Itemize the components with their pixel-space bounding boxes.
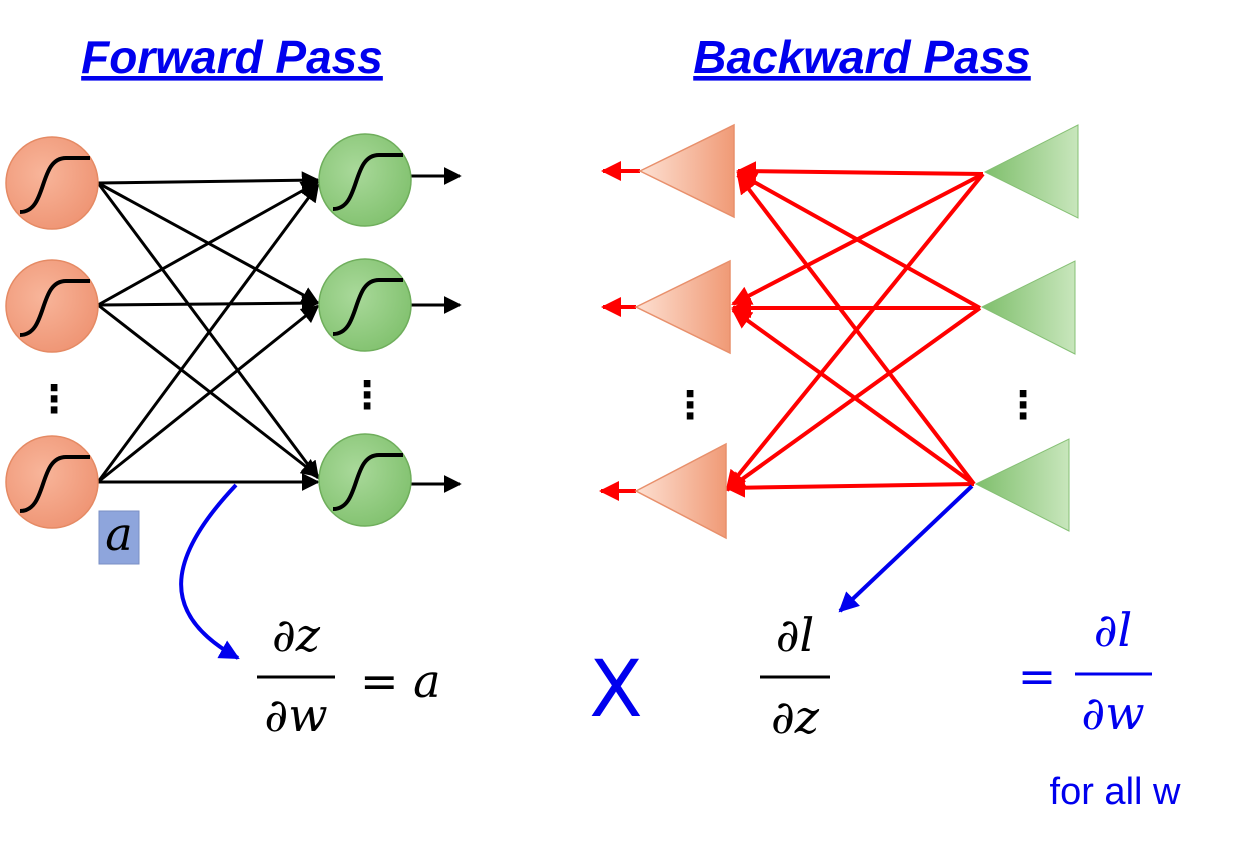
backward-edge bbox=[725, 172, 985, 491]
fraction-numerator: ∂z bbox=[272, 608, 321, 662]
result-derivative: = ∂l ∂w bbox=[1018, 603, 1152, 740]
ellipsis: ⋮ bbox=[1004, 383, 1042, 427]
for-all-w-note: for all w bbox=[1050, 771, 1181, 813]
equals-sign: = bbox=[1018, 649, 1057, 703]
backward-edge bbox=[736, 173, 976, 486]
backward-edge bbox=[731, 308, 976, 486]
forward-derivative: ∂z ∂w = a bbox=[257, 608, 441, 742]
backward-edge bbox=[736, 161, 984, 182]
forward-edge bbox=[97, 171, 320, 190]
backward-highlight-arrow bbox=[838, 484, 974, 613]
ellipsis: ⋮ bbox=[35, 377, 73, 421]
backward-derivative: ∂l ∂z bbox=[760, 608, 830, 744]
sigmoid-icon bbox=[19, 455, 90, 513]
ellipsis: ⋮ bbox=[348, 373, 386, 417]
backward-neuron bbox=[638, 123, 735, 219]
backward-output-neuron bbox=[974, 438, 1070, 532]
fraction-numerator: ∂l bbox=[776, 608, 815, 662]
backward-edges bbox=[599, 161, 985, 501]
backward-edge bbox=[725, 477, 975, 498]
fraction-denominator: ∂z bbox=[771, 690, 820, 744]
sigmoid-icon bbox=[332, 453, 403, 511]
backward-pass-title: Backward Pass bbox=[693, 31, 1031, 83]
times-symbol: X bbox=[589, 645, 642, 735]
forward-result: = a bbox=[360, 654, 441, 708]
forward-highlight-arrow bbox=[179, 483, 240, 660]
backward-output-neuron bbox=[980, 260, 1076, 355]
forward-edge bbox=[96, 183, 320, 483]
forward-edge bbox=[97, 294, 320, 313]
forward-edge bbox=[96, 182, 320, 480]
activation-label: a bbox=[105, 507, 132, 561]
activation-box bbox=[98, 510, 140, 565]
sigmoid-icon bbox=[19, 279, 90, 337]
fraction-numerator: ∂l bbox=[1094, 603, 1133, 657]
input-neuron bbox=[5, 435, 99, 529]
forward-edges bbox=[96, 167, 462, 493]
backward-output-neuron bbox=[983, 124, 1079, 219]
sigmoid-icon bbox=[19, 156, 90, 214]
input-neuron bbox=[5, 136, 99, 230]
backward-edge bbox=[736, 171, 981, 310]
output-neuron bbox=[318, 433, 412, 527]
ellipsis: ⋮ bbox=[671, 383, 709, 427]
fraction-denominator: ∂w bbox=[264, 688, 327, 742]
forward-pass-title: Forward Pass bbox=[81, 31, 383, 83]
output-neuron bbox=[318, 258, 412, 352]
fraction-denominator: ∂w bbox=[1081, 686, 1144, 740]
forward-edge bbox=[97, 180, 320, 307]
backward-neuron bbox=[634, 442, 727, 540]
output-neuron bbox=[318, 133, 412, 227]
sigmoid-icon bbox=[332, 153, 403, 211]
forward-edge bbox=[97, 304, 320, 484]
input-neuron bbox=[5, 259, 99, 353]
sigmoid-icon bbox=[332, 278, 403, 336]
forward-edge bbox=[97, 303, 320, 478]
backward-neuron bbox=[634, 259, 731, 355]
